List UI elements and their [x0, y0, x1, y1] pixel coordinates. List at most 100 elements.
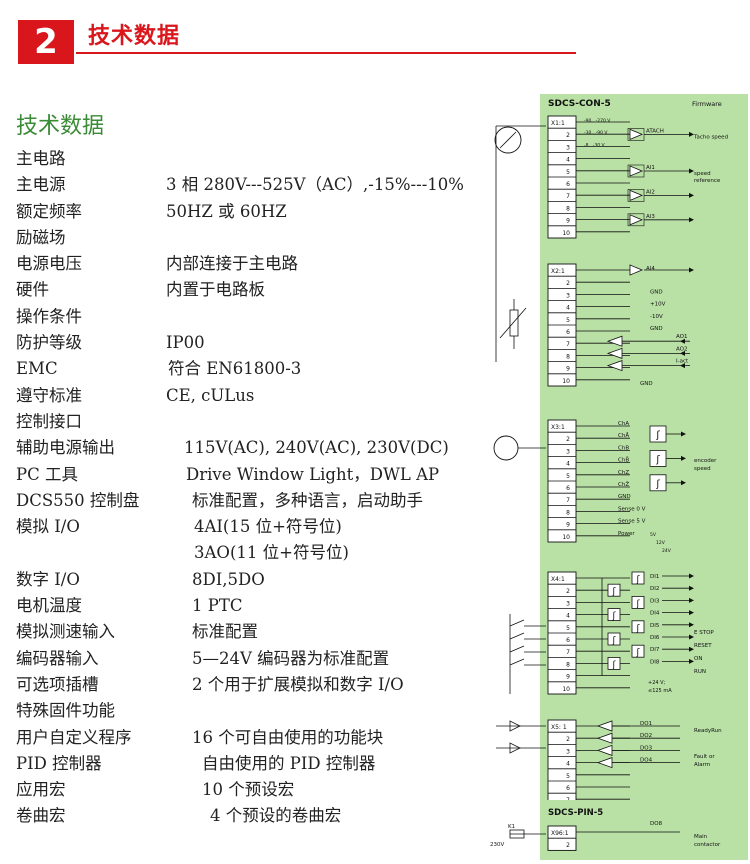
spec-value: 内置于电路板 [166, 280, 265, 300]
x4-signal-arrow [689, 634, 694, 640]
spec-value: 5—24V 编码器为标准配置 [192, 648, 390, 668]
x4-signal-arrow [689, 658, 694, 664]
x3-tag: ChZ [618, 470, 629, 476]
spec-row: 主电路 [16, 146, 496, 172]
spec-row: PC 工具 Drive Window Light，DWL AP [16, 462, 496, 488]
x4-tag: DI5 [650, 623, 660, 629]
pot-wiper [499, 307, 527, 339]
x2-tag-ai4: AI4 [646, 266, 655, 272]
encoder-arrow [681, 431, 686, 437]
section-rule [76, 52, 576, 54]
ai4-amplifier [629, 264, 644, 276]
spec-key: 防护等级 [16, 333, 82, 353]
x2-tag-ao: AO1 [676, 334, 688, 340]
di-symbol: ʃ [611, 612, 616, 622]
x2-tag-ao: AO2 [676, 346, 688, 352]
firmware-label: Firmware [692, 100, 722, 108]
x1-range-label: -90...-270 V [584, 118, 611, 124]
page-subtitle: 技术数据 [16, 114, 105, 139]
x4-pin-label: 8 [566, 661, 570, 668]
section-title: 技术数据 [88, 24, 181, 49]
spec-value: 4AI(15 位+符号位) [194, 517, 342, 537]
x1-pin-label: 7 [566, 193, 570, 200]
spec-key: PC 工具 [16, 464, 78, 484]
x4-pin-label: X4:1 [551, 576, 565, 583]
spec-row: 3AO(11 位+符号位) [16, 540, 496, 566]
x3-pin-label: 7 [566, 497, 570, 504]
x2-pin-label: 7 [566, 341, 570, 348]
encoder-arrow [681, 455, 686, 461]
spec-value: 内部连接于主电路 [166, 254, 298, 274]
x96-pin-label: X96:1 [551, 830, 569, 837]
x1-pin-label: X1:1 [551, 120, 565, 127]
x4-tag: DI3 [650, 598, 660, 604]
ready-run-label: ReadyRun [694, 728, 722, 734]
do8-label: DO8 [650, 821, 663, 827]
x2-pin-label: 3 [566, 292, 570, 299]
spec-key: 额定频率 [16, 201, 82, 221]
x4-tag: DI7 [650, 647, 660, 653]
spec-key: 特殊固件功能 [16, 701, 115, 721]
x2-pin-label: 4 [566, 305, 570, 312]
x2-tag-ao: I-act [676, 359, 689, 365]
di-receiver-box [607, 657, 621, 670]
x5-pin-label: 5 [566, 773, 570, 780]
di-symbol: ʃ [635, 575, 640, 585]
spec-value: 16 个可自由使用的功能块 [192, 727, 384, 747]
spec-key: 辅助电源输出 [16, 438, 115, 458]
x5-pin-label: 3 [566, 748, 570, 755]
x3-tag: ChZ̄ [618, 481, 629, 488]
x3-tag: Sense 5 V [618, 519, 646, 525]
x4-signal-arrow [689, 610, 694, 616]
spec-row: 辅助电源输出 115V(AC), 240V(AC), 230V(DC) [16, 435, 496, 461]
spec-key: 用户自定义程序 [16, 727, 132, 747]
x5-tag: DO1 [640, 721, 652, 727]
x4-pin-label: 4 [566, 613, 570, 620]
x1-signal-arrow [689, 217, 694, 223]
encoder-icon [493, 435, 519, 461]
x1-tag-2: AI2 [646, 189, 655, 195]
tacho-stroke [499, 131, 517, 149]
x1-pin-label: 2 [566, 132, 570, 139]
x4-pin-label: 3 [566, 600, 570, 607]
spec-value: 自由使用的 PID 控制器 [202, 753, 376, 773]
x1-tag-1: AI1 [646, 165, 655, 171]
x4-signal-arrow [689, 585, 694, 591]
spec-value: IP00 [166, 333, 205, 353]
power-select-label: 12V [656, 540, 666, 546]
tacho-speed-label: Tacho speed [693, 134, 728, 140]
x4-tag: DI1 [650, 574, 659, 580]
x2-pin-label: X2:1 [551, 268, 565, 275]
di-receiver-box [631, 644, 645, 658]
spec-value: 8DI,5DO [192, 569, 265, 589]
amplifier-triangle [629, 165, 644, 177]
spec-key: 操作条件 [16, 306, 82, 326]
x3-pin-label: 9 [566, 522, 570, 529]
x1-signal-arrow [689, 192, 694, 198]
encoder-label-2: speed [694, 466, 711, 472]
spec-key: 电机温度 [16, 596, 82, 616]
encoder-receiver-symbol: ʃ [655, 479, 660, 490]
spec-value: 10 个预设宏 [202, 780, 295, 800]
spec-key: 励磁场 [16, 227, 66, 247]
spec-value: 115V(AC), 240V(AC), 230V(DC) [184, 438, 449, 458]
di-receiver-box [607, 583, 621, 597]
x2-signal-arrow [689, 267, 694, 273]
spec-row: 操作条件 [16, 304, 496, 330]
x3-tag: Power [618, 531, 635, 537]
x3-pin-label: 2 [566, 436, 570, 443]
x3-tag: ChB̄ [618, 457, 629, 464]
x3-pin-label: 4 [566, 461, 570, 468]
x3-pin-label: 8 [566, 509, 570, 516]
spec-value: Drive Window Light，DWL AP [186, 464, 440, 484]
spec-value: 50HZ 或 60HZ [166, 201, 287, 221]
spec-key: PID 控制器 [16, 753, 102, 773]
di-symbol: ʃ [611, 660, 616, 670]
x1-range-label: -30...-90 V [584, 130, 608, 136]
